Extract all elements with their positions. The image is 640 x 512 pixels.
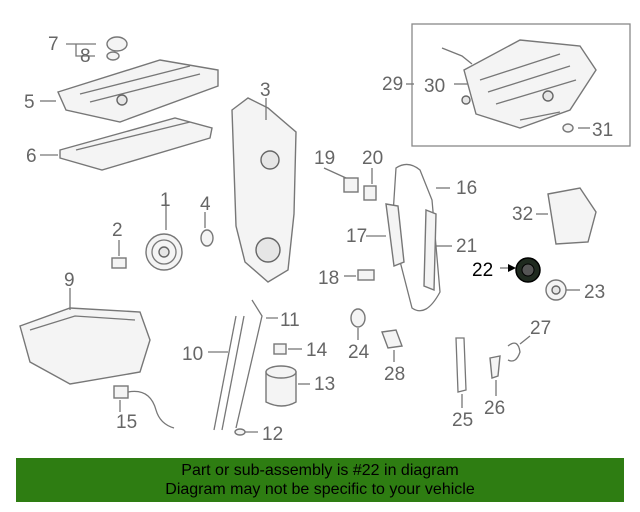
- valve-cover-gasket-part: [40, 117, 213, 171]
- oil-sensor-part: [113, 385, 175, 429]
- intake-manifold-inset-box: [411, 23, 631, 147]
- info-banner: Part or sub-assembly is #22 in diagram D…: [16, 458, 624, 502]
- banner-line-part-number: Part or sub-assembly is #22 in diagram: [181, 462, 459, 479]
- valve-cover-part: [40, 59, 219, 123]
- tensioner-spring-part: [507, 335, 531, 362]
- callout-2: 2: [112, 220, 123, 241]
- callout-7: 7: [48, 34, 59, 55]
- callout-20: 20: [362, 148, 383, 169]
- parts-diagram: 7 8 5 6 3 1 4 2 9 11 10 14 13 15 12 19 2…: [19, 23, 631, 445]
- callout-19: 19: [314, 148, 335, 169]
- callout-26: 26: [484, 398, 505, 419]
- tensioner-bracket-part: [363, 168, 377, 201]
- callout-11: 11: [280, 310, 300, 331]
- callout-17: 17: [346, 226, 367, 247]
- callout-25: 25: [452, 410, 473, 431]
- callout-9: 9: [64, 270, 75, 291]
- callout-5: 5: [24, 92, 35, 113]
- callout-23: 23: [584, 282, 605, 303]
- callout-15: 15: [116, 412, 137, 433]
- callout-6: 6: [26, 146, 37, 167]
- callout-32: 32: [512, 204, 533, 225]
- callout-24: 24: [348, 342, 370, 363]
- guide-bracket-part: [381, 329, 403, 362]
- callout-28: 28: [384, 364, 405, 385]
- callout-1: 1: [160, 190, 171, 211]
- callout-10: 10: [182, 344, 203, 365]
- oil-pump-chain-part: [455, 337, 467, 408]
- callout-18: 18: [318, 268, 339, 289]
- pulley-bolt-part: [111, 240, 127, 269]
- oil-filler-cap-part: [66, 36, 128, 61]
- engine-mount-bracket-part: [536, 187, 597, 245]
- callout-27: 27: [530, 318, 551, 339]
- exhaust-camshaft-gear-part: [545, 279, 580, 301]
- callout-16: 16: [456, 178, 477, 199]
- dipstick-part: [208, 299, 278, 436]
- callout-30: 30: [424, 76, 445, 97]
- drain-plug-part: [273, 343, 302, 355]
- chain-tensioner-part: [323, 167, 359, 193]
- chain-damper-part: [489, 355, 501, 396]
- camshaft-timing-gear-part-22: [500, 257, 541, 283]
- callout-22: 22: [472, 260, 493, 281]
- callout-3: 3: [260, 80, 271, 101]
- oil-pan-part: [19, 288, 151, 385]
- callout-14: 14: [306, 340, 328, 361]
- oil-seal-part: [200, 212, 214, 247]
- crank-sprocket-part: [350, 308, 366, 340]
- callout-8: 8: [80, 46, 91, 67]
- oil-filter-part: [265, 365, 310, 407]
- timing-cover-part: [231, 97, 297, 283]
- intake-manifold-part: [406, 39, 597, 133]
- guide-bolt-part: [344, 269, 375, 281]
- callout-29: 29: [382, 74, 403, 95]
- callout-21: 21: [456, 236, 477, 257]
- tensioner-arm-part: [423, 208, 452, 292]
- callout-31: 31: [592, 120, 613, 141]
- callout-13: 13: [314, 374, 335, 395]
- callout-4: 4: [200, 194, 211, 215]
- callout-12: 12: [262, 424, 283, 445]
- timing-chain-part: [391, 163, 450, 312]
- crankshaft-pulley-part: [145, 200, 183, 271]
- banner-line-disclaimer: Diagram may not be specific to your vehi…: [165, 481, 475, 498]
- chain-guide-part: [366, 203, 405, 267]
